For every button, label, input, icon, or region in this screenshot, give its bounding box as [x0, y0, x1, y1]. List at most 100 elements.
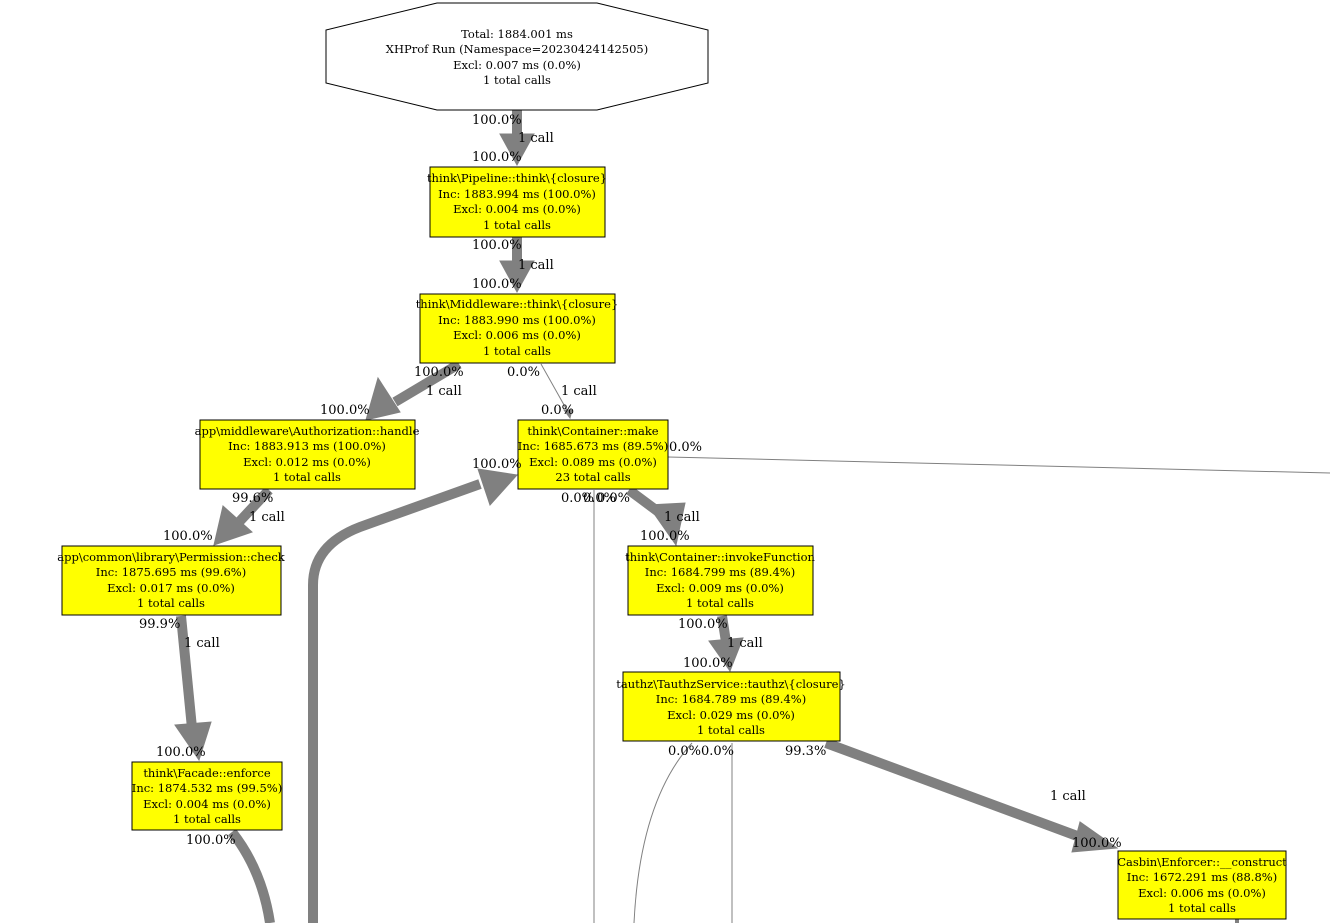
node-tauthz[interactable]: tauthz\TauthzService::tauthz\{closure} I… [616, 671, 846, 742]
arrow-invoke-tauthz [708, 637, 744, 673]
edge-label-e9-calls: 1 call [1050, 789, 1086, 804]
edge-permission-facade [176, 615, 197, 729]
tauthz-inc: Inc: 1684.789 ms (89.4%) [656, 692, 806, 706]
edge-authorization-permission [236, 486, 273, 525]
node-container-make[interactable]: think\Container::make Inc: 1685.673 ms (… [517, 419, 669, 490]
node-casbin[interactable]: Casbin\Enforcer::__construct Inc: 1672.2… [1117, 850, 1287, 920]
pipeline-name: think\Pipeline::think\{closure} [427, 171, 607, 185]
arrow-middleware-container [563, 409, 573, 420]
node-facade[interactable]: think\Facade::enforce Inc: 1874.532 ms (… [131, 761, 283, 831]
edge-label-e7-in: 100.0% [640, 529, 690, 544]
container-make-excl: Excl: 0.089 ms (0.0%) [529, 455, 657, 469]
pipeline-inc: Inc: 1883.994 ms (100.0%) [438, 187, 596, 201]
edge-label-e5-out: 99.6% [232, 491, 273, 506]
edge-label-e8-in: 100.0% [683, 656, 733, 671]
authorization-calls: 1 total calls [273, 470, 341, 484]
middleware-excl: Excl: 0.006 ms (0.0%) [453, 328, 581, 342]
edge-label-e6-in: 100.0% [156, 745, 206, 760]
facade-name: think\Facade::enforce [143, 766, 271, 780]
edge-label-e2-calls: 1 call [518, 258, 554, 273]
edge-label-e5-calls: 1 call [249, 510, 285, 525]
casbin-name: Casbin\Enforcer::__construct [1117, 855, 1287, 869]
root-total: Total: 1884.001 ms [461, 27, 573, 41]
edge-label-tauthz-out-b: 0.0% [701, 744, 734, 759]
edge-label-e1-in: 100.0% [472, 150, 522, 165]
invoke-name: think\Container::invokeFunction [625, 550, 815, 564]
node-permission[interactable]: app\common\library\Permission::check Inc… [57, 545, 286, 616]
arrow-middleware-authorization [365, 376, 401, 421]
tauthz-name: tauthz\TauthzService::tauthz\{closure} [616, 677, 845, 691]
edge-middleware-authorization [392, 359, 462, 407]
edge-facade-down [228, 828, 275, 923]
node-invoke-function[interactable]: think\Container::invokeFunction Inc: 168… [625, 545, 816, 616]
permission-excl: Excl: 0.017 ms (0.0%) [107, 581, 235, 595]
edge-label-e2-in: 100.0% [472, 277, 522, 292]
middleware-inc: Inc: 1883.990 ms (100.0%) [438, 313, 596, 327]
edge-label-make-out-c: 0.0% [597, 491, 630, 506]
edge-label-e4-calls: 1 call [561, 384, 597, 399]
arrow-pipeline-middleware [499, 260, 535, 294]
root-run: XHProf Run (Namespace=20230424142505) [386, 42, 648, 56]
permission-calls: 1 total calls [137, 596, 205, 610]
tauthz-calls: 1 total calls [697, 723, 765, 737]
node-root[interactable]: Total: 1884.001 ms XHProf Run (Namespace… [325, 2, 709, 111]
casbin-excl: Excl: 0.006 ms (0.0%) [1138, 886, 1266, 900]
pipeline-excl: Excl: 0.004 ms (0.0%) [453, 202, 581, 216]
edge-middleware-container [540, 363, 569, 413]
edge-label-e3-in: 100.0% [320, 403, 370, 418]
edge-invoke-tauthz [717, 615, 731, 643]
permission-inc: Inc: 1875.695 ms (99.6%) [96, 565, 246, 579]
casbin-inc: Inc: 1672.291 ms (88.8%) [1127, 870, 1277, 884]
arrow-root-pipeline [499, 133, 535, 167]
edge-label-facade-out: 100.0% [186, 833, 236, 848]
node-pipeline[interactable]: think\Pipeline::think\{closure} Inc: 188… [427, 166, 607, 238]
edge-label-tauthz-out-a: 0.0% [668, 744, 701, 759]
edge-label-make-out-a: 0.0% [561, 491, 594, 506]
invoke-excl: Excl: 0.009 ms (0.0%) [656, 581, 784, 595]
edge-label-e4-out: 0.0% [507, 365, 540, 380]
edge-label-e9-out: 99.3% [785, 744, 826, 759]
permission-name: app\common\library\Permission::check [57, 550, 286, 564]
arrow-container-invoke [647, 502, 686, 547]
edge-label-e8-calls: 1 call [727, 636, 763, 651]
authorization-name: app\middleware\Authorization::handle [195, 424, 420, 438]
arrow-permission-facade [174, 721, 212, 762]
edge-label-e3-out: 100.0% [414, 365, 464, 380]
casbin-calls: 1 total calls [1168, 901, 1236, 915]
container-make-inc: Inc: 1685.673 ms (89.5%) [518, 439, 668, 453]
edge-label-e6-calls: 1 call [184, 636, 220, 651]
edge-label-loop-in: 100.0% [472, 457, 522, 472]
authorization-excl: Excl: 0.012 ms (0.0%) [243, 455, 371, 469]
edge-loop-container [308, 479, 482, 923]
authorization-inc: Inc: 1883.913 ms (100.0%) [228, 439, 386, 453]
tauthz-excl: Excl: 0.029 ms (0.0%) [667, 708, 795, 722]
invoke-calls: 1 total calls [686, 596, 754, 610]
facade-calls: 1 total calls [173, 812, 241, 826]
root-excl: Excl: 0.007 ms (0.0%) [453, 58, 581, 72]
edge-container-right [667, 456, 1330, 474]
edge-label-e8-out: 100.0% [678, 617, 728, 632]
edge-tauthz-down-a [633, 742, 693, 923]
root-calls: 1 total calls [483, 73, 551, 87]
edge-label-make-right: 0.0% [669, 440, 702, 455]
edge-label-e9-in: 100.0% [1072, 836, 1122, 851]
edge-label-e4-in: 0.0% [541, 403, 574, 418]
arrow-loop-container [477, 468, 518, 506]
edge-label-e5-in: 100.0% [163, 529, 213, 544]
container-make-calls: 23 total calls [555, 470, 630, 484]
edge-label-e1-calls: 1 call [518, 131, 554, 146]
node-middleware[interactable]: think\Middleware::think\{closure} Inc: 1… [416, 293, 619, 364]
container-make-name: think\Container::make [527, 424, 658, 438]
edge-label-make-out-b: 0.0% [583, 491, 616, 506]
edge-label-e3-calls: 1 call [426, 384, 462, 399]
edge-tauthz-casbin [824, 738, 1090, 845]
facade-inc: Inc: 1874.532 ms (99.5%) [132, 781, 282, 795]
edge-label-e6-out: 99.9% [139, 617, 180, 632]
node-authorization[interactable]: app\middleware\Authorization::handle Inc… [195, 419, 420, 490]
arrow-authorization-permission [213, 505, 253, 546]
facade-excl: Excl: 0.004 ms (0.0%) [143, 797, 271, 811]
edge-label-e7-calls: 1 call [664, 510, 700, 525]
pipeline-calls: 1 total calls [483, 218, 551, 232]
edge-label-e1-out: 100.0% [472, 113, 522, 128]
